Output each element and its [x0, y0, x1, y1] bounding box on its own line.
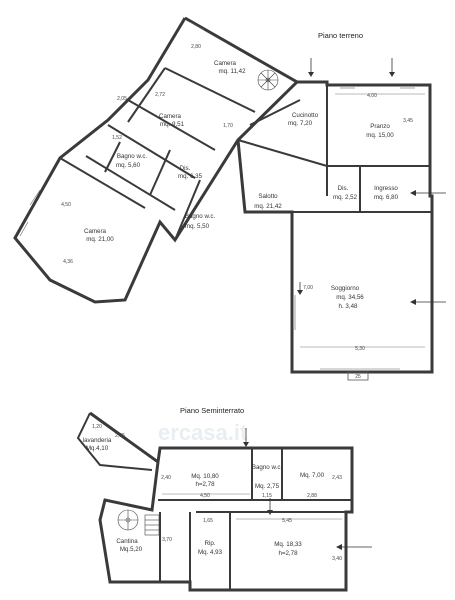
dimension-label: 5,45 — [282, 518, 292, 524]
room-name: Bagno w.c. — [252, 464, 283, 471]
room-area: mq. 2,52 — [333, 194, 358, 201]
dimension-label: 3,70 — [162, 537, 172, 543]
wall — [149, 149, 171, 196]
room-area: Mq. 18,33 — [274, 541, 302, 548]
dimension-label: 5,30 — [355, 346, 365, 352]
dimension-label: 1,20 — [92, 424, 102, 430]
wing-outer-wall — [13, 16, 300, 304]
dimension-label: 2,40 — [161, 475, 171, 481]
basement-outer-wall — [89, 411, 354, 592]
wall — [174, 179, 201, 241]
dimension-label: 4,00 — [367, 93, 377, 99]
dimension-label: 4,36 — [63, 259, 73, 265]
wall — [249, 99, 301, 126]
room-name: lavanderia — [83, 437, 112, 444]
dimension-label: 3,45 — [403, 118, 413, 124]
room-name: Cucinotto — [292, 112, 319, 119]
wall — [59, 157, 146, 209]
marker-label: 25 — [355, 374, 361, 380]
room-height: h=2,78 — [195, 481, 215, 488]
room-area: mq. 9,51 — [160, 121, 185, 128]
room-area: mq. 11,42 — [218, 68, 246, 75]
dimension-label: 1,70 — [223, 123, 233, 129]
entrance-steps — [347, 371, 369, 381]
room-name: Cantina — [116, 538, 138, 545]
window — [29, 189, 41, 206]
dimension-label: 4,50 — [200, 493, 210, 499]
window — [189, 21, 205, 31]
dimension-label: 2,72 — [155, 92, 165, 98]
room-height: h=2,78 — [278, 550, 298, 557]
room-name: Dis. — [180, 165, 191, 172]
room-area: Mq. 4,93 — [198, 549, 223, 556]
dimension-label: 2,43 — [332, 475, 342, 481]
access-arrow — [336, 544, 372, 550]
wall — [127, 99, 216, 151]
room-area: mq. 34,56 — [336, 294, 364, 301]
room-name: Soggiorno — [331, 285, 360, 292]
window — [19, 221, 29, 237]
room-name: Pranzo — [370, 123, 390, 130]
room-area: mq. 21,00 — [86, 236, 114, 243]
dimension-label: 1,52 — [112, 135, 122, 141]
room-name: Camera — [214, 60, 237, 67]
room-area: Mq. 7,00 — [300, 472, 325, 479]
dimension-label: 2,35 — [115, 433, 125, 439]
access-arrow — [308, 58, 314, 77]
wall — [127, 67, 166, 123]
room-area: Mq. 2,75 — [255, 483, 280, 490]
room-area: mq. 7,20 — [288, 120, 313, 127]
room-area: mq. 15,00 — [366, 132, 394, 139]
right-block-outer-wall — [236, 80, 434, 374]
basement-plan: ercasa.it Piano Seminterrato — [76, 406, 372, 592]
dimension-label: 7,00 — [303, 285, 313, 291]
room-name: Dis. — [338, 185, 349, 192]
room-height: h. 3,48 — [339, 303, 358, 310]
access-arrow — [243, 428, 249, 447]
room-area: mq. 21,42 — [254, 203, 282, 210]
room-name: Camera — [159, 113, 182, 120]
watermark: ercasa.it — [158, 420, 248, 445]
wall — [104, 141, 121, 173]
access-arrow — [267, 498, 273, 515]
room-name: Rip. — [204, 540, 215, 547]
wall — [164, 67, 256, 113]
ground-floor-plan: Piano terreno — [13, 16, 446, 381]
dimension-label: 2,80 — [191, 44, 201, 50]
dimension-label: 1,65 — [203, 518, 213, 524]
room-area: Mq.4,10 — [86, 445, 109, 452]
access-arrow — [410, 299, 446, 305]
wall — [76, 412, 153, 471]
dimension-label: 4,50 — [61, 202, 71, 208]
wall — [237, 139, 328, 167]
ground-floor-title: Piano terreno — [318, 31, 363, 40]
access-arrow — [410, 190, 446, 196]
room-area: mq. 5,60 — [116, 162, 141, 169]
room-area: mq. 6,35 — [178, 173, 203, 180]
dimension-label: 1,15 — [262, 493, 272, 499]
dimension-label: 2,05 — [117, 96, 127, 102]
access-arrow — [389, 58, 395, 77]
room-name: Bagno w.c. — [117, 153, 148, 160]
dimension-label: 3,40 — [332, 556, 342, 562]
room-area: mq. 5,50 — [185, 223, 210, 230]
room-name: Bagno w.c. — [185, 213, 216, 220]
basement-title: Piano Seminterrato — [180, 406, 244, 415]
room-name: Camera — [84, 228, 107, 235]
room-name: Salotto — [258, 193, 278, 200]
room-area: Mq. 10,80 — [191, 473, 219, 480]
room-name: Ingresso — [374, 185, 398, 192]
access-arrow — [297, 282, 303, 295]
dimension-label: 2,88 — [307, 493, 317, 499]
basement-staircase — [117, 509, 160, 536]
spiral-staircase — [257, 69, 279, 91]
wall — [85, 155, 176, 211]
wall — [107, 124, 196, 179]
room-area: mq. 6,80 — [374, 194, 399, 201]
room-area: Mq.5,20 — [120, 546, 143, 553]
